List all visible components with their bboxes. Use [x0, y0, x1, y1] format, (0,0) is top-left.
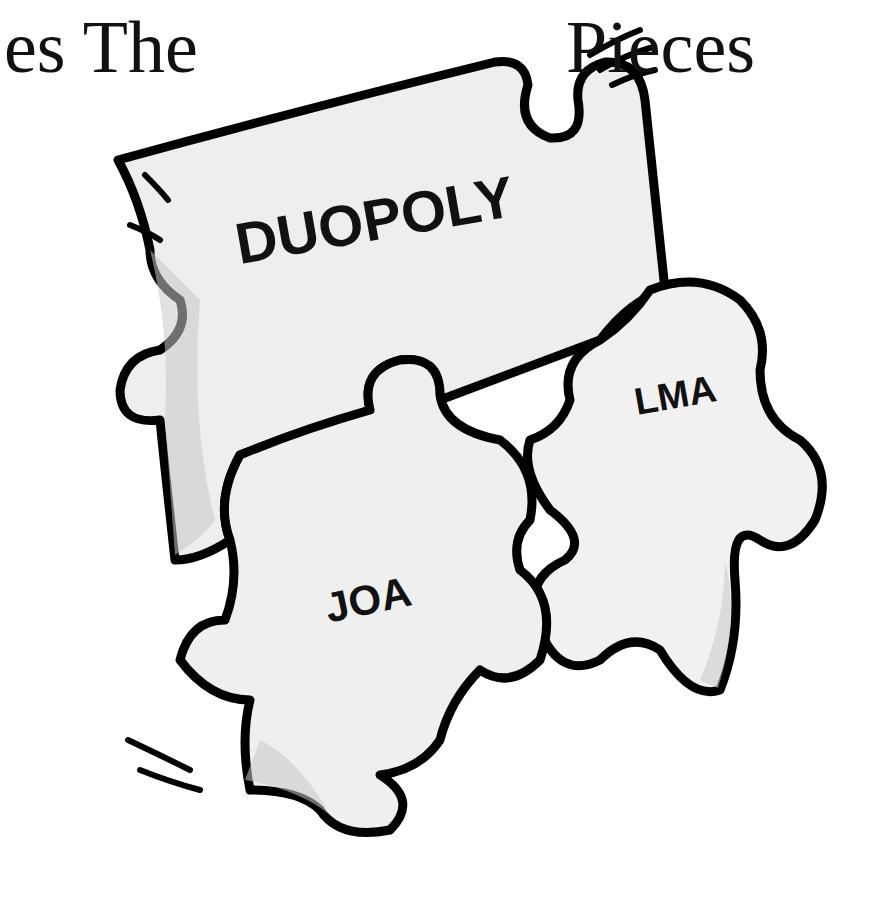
joa-piece: [180, 359, 547, 832]
motion-strokes: [128, 30, 655, 790]
heading-fragment: Pieces: [566, 10, 755, 84]
shading: [150, 250, 731, 815]
lma-piece: [528, 282, 823, 692]
heading-fragment: es The: [4, 10, 198, 84]
